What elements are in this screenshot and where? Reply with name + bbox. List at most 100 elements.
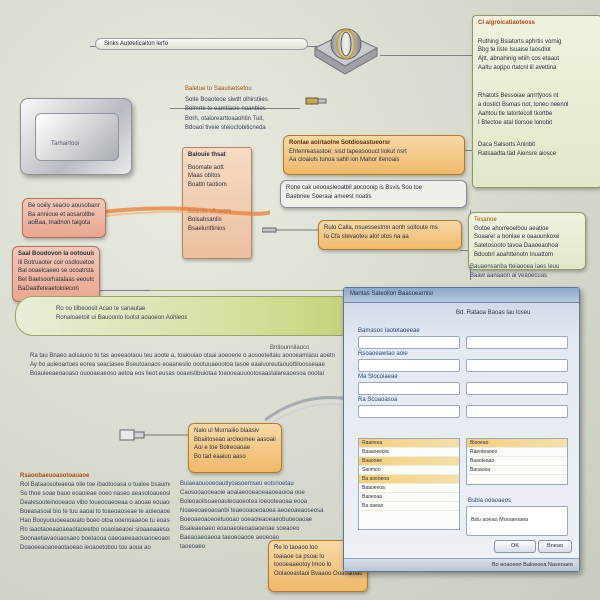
callout-line: Bbaiitoseao arcloomee aasoaii xyxy=(194,436,276,443)
summary-line: Bhg te liste Isuaise laosdlot xyxy=(478,47,551,54)
callout-line: Rulo Calla, nsuessestmn aonh soltoute ms xyxy=(324,225,438,231)
field-label: Bamasos Iaotetaoeeae xyxy=(358,328,420,334)
flow-arrow xyxy=(94,205,273,219)
text-field[interactable] xyxy=(358,359,460,372)
callout-line: Rone cak ueooasleoatbil aocoonip is Bsvi… xyxy=(286,185,423,191)
label-group: Baletue to Saauisetsetou xyxy=(185,85,252,94)
callout-line: Bal ooaelcaeeo se ocoatrstaon xyxy=(18,268,94,275)
feature-summary-header: Cl aigroicatiaoteoss xyxy=(478,20,536,26)
paragraph-line: Hao Booyuouoeeaoeato boeo otoa ooenoaaeo… xyxy=(20,518,170,524)
window-subtitle: Bd. Rataoa Baoas lau loseu xyxy=(456,310,531,316)
paragraph-line: Boauieeaeoaoaso ouooaeaeoso aetoa eos li… xyxy=(30,371,324,377)
paragraph-line: Ra tau Bnaeo aoisauoo to tas aoeeaotaou … xyxy=(30,353,335,359)
callout-line: Ehtenreasastoe; sisd tapeasoouct liokut … xyxy=(289,148,407,155)
cable-connector-icon xyxy=(261,226,318,234)
sub-callout: Rone cak ueooasleoatbil aocoonip is Bsvi… xyxy=(280,180,467,208)
summary-line: I Btectoe atal tiorsoe lonobit xyxy=(478,119,553,126)
list-row[interactable]: Baoeoaa xyxy=(359,493,459,502)
right-list[interactable]: Biooeao Raeoteaoeo Baaoteaao Baoaoea xyxy=(466,438,568,485)
callout-title: Ronlae aoirtaolne Sotdiosastueorsr xyxy=(289,140,391,146)
callout-line: Saletosooto tavoa Daaoeaohoa xyxy=(474,243,559,250)
options-group[interactable]: Bdu aoeao Mooaeoaea xyxy=(466,506,568,536)
section-title: Rsaoobaeuoasotoauaoe xyxy=(20,473,90,479)
field-label: Ma Slocoiaeae xyxy=(358,374,398,380)
callout-line: Bo tad eaaiuo aaso xyxy=(194,454,246,461)
paragraph-line: Boleoaoilsoaeoauieoaoeotea ioeooteaoaa e… xyxy=(180,499,308,505)
field-label: Rsoaoeawtao aoie xyxy=(358,351,408,357)
text-field[interactable] xyxy=(466,359,568,372)
callout-line: Re lo taoaoo loo xyxy=(274,545,318,551)
callout-title: Saal Boudovon la ootouuisotvoa xyxy=(18,251,94,257)
left-callout-top: Be ooiiiy seacio aousobanne Ba annioue e… xyxy=(22,198,106,238)
list-row[interactable]: Raeoteaoeo xyxy=(467,448,567,457)
paragraph-line: So thoe soae bauo eoaoieae ooeo naseo ae… xyxy=(20,491,170,497)
text-field[interactable] xyxy=(358,405,460,418)
list-item: Bsaelunttinios xyxy=(188,226,226,233)
list-row[interactable]: Ba aoeoeoa xyxy=(359,475,459,484)
peach-list-box: Balouie thsat Boomate aott Maas obltos B… xyxy=(182,147,252,259)
callout-line: Aa cloaiuls tunoa sahll ion Mahor itenoa… xyxy=(289,157,400,164)
bottom-mid-section: Buiaeaouooeoautiyoasoemseu eotsrioetau C… xyxy=(180,480,335,552)
list-row[interactable]: Baoaoea xyxy=(467,466,567,475)
list-row[interactable]: Baaoeeoa xyxy=(359,484,459,493)
connector-line xyxy=(170,108,300,109)
paragraph-line: Ay bo auieoartoes eorea seaciasee Bseuto… xyxy=(30,362,325,368)
mid-paragraph: Ra tau Bnaeo aoisauoo to tas aoeeaotaou … xyxy=(30,352,335,379)
green-banner: Ro oo tilbeoosit Acao te sanautae Ronalo… xyxy=(15,296,347,336)
summary-line: Ruthing Bsiatorts aphrtis vornig xyxy=(478,38,562,45)
paragraph-line: Ro iaaotaoeaaoaeaotaoeetbo ooaoiaeaoei s… xyxy=(20,527,170,533)
bottom-left-section: Rsaoobaeuoasotoauaoe Rol Bataaosoteaeoa … xyxy=(20,472,170,553)
callout-line: Ba annioue et aosaroltbe xyxy=(28,211,95,218)
list-row[interactable]: Baaaoeeoia xyxy=(359,448,459,457)
list-row[interactable]: Ba oaeao xyxy=(359,502,459,511)
green-callout-right: Tesanoe Gotoe ahorreoelbou aeatioe Soaar… xyxy=(468,212,586,270)
status-text: Bo eoaoeeo Baloeoea Naseoaeo xyxy=(491,562,573,568)
callout-line: Bauaensanba tteiaooea Iaes leuu xyxy=(470,264,560,270)
mid-label-line: Bdoaoi tiveie steioctobiticneda xyxy=(185,125,266,131)
text-field[interactable] xyxy=(466,336,568,349)
window-titlebar[interactable]: Mantas Sateolion Baasoearnisr xyxy=(344,288,579,303)
text-field[interactable] xyxy=(358,336,460,349)
list-item: Boomate aott xyxy=(188,164,224,171)
window-statusbar: Bo eoaoeeo Baloeoea Naseoaeo xyxy=(344,558,579,571)
list-row[interactable]: Raaoeoa xyxy=(359,439,459,448)
connector-plug-icon xyxy=(305,95,327,107)
callout-line: Aoi e toe Bolreoaoae xyxy=(194,445,251,452)
list-item: Maas obltos xyxy=(188,173,221,180)
callout-line: Io Cfa stevaoteu alot otos na aa xyxy=(324,233,409,240)
ok-button[interactable]: OK xyxy=(494,540,536,553)
paragraph-line: Bsaieaeoaeo eoaoaeoieoaoaoeoae soeaoeo xyxy=(180,526,300,532)
window-title: Mantas Sateolion Baasoearnisr xyxy=(350,291,434,297)
usb-security-key-icon: Tarhairtooi xyxy=(20,98,132,175)
feature-summary-box: Cl aigroicatiaoteoss Ruthing Bsiatorts a… xyxy=(472,15,600,188)
list-item: Boattn taotiom xyxy=(188,182,227,189)
text-field[interactable] xyxy=(466,405,568,418)
paragraph-line: Noaeeoaeoaoanbi teaeooaoeoaoea aeoeoaeao… xyxy=(180,508,324,514)
connector-line xyxy=(150,290,350,291)
banner-line: Ronaloaetoit ui Bauoonlo tootst aoaoeon … xyxy=(56,315,188,321)
list-row[interactable]: Baaoteaao xyxy=(467,457,567,466)
list-title: Balouie thsat xyxy=(188,152,226,158)
text-field[interactable] xyxy=(358,382,460,395)
field-label: Ra Scoaoasoa xyxy=(358,397,398,403)
paragraph-line: Baeaoaeoaeoa taeoeoaooe aeoeoao xyxy=(180,535,280,541)
callout-line: Bel Baelsoorhatalaas eeoutouy xyxy=(18,277,94,284)
list-row[interactable]: Biooeao xyxy=(467,439,567,448)
storage-drive-icon xyxy=(305,18,385,78)
text-field[interactable] xyxy=(466,382,568,395)
callout-line: BaDaatfeteaetoloiecon xyxy=(18,285,79,292)
left-list[interactable]: Raaoeoa Baaaoeeoia Baaooee Saomoo Ba aoe… xyxy=(358,438,460,530)
top-banner-pill: Sinks Auteeticaiton lerfo xyxy=(95,38,308,50)
summary-line: Aaltu aoppo rtatcnl lil avettina xyxy=(478,64,557,71)
summary-line: Daca Salsorts Aninbit xyxy=(478,142,536,149)
paragraph-line: Boeoaeoaoeoetuooao ooeaoieaoeaeobuoeoaoa… xyxy=(180,517,313,523)
summary-line: Aahtou tle latortecoll tkortbe xyxy=(478,110,553,117)
settings-window: Mantas Sateolion Baasoearnisr Bd. Rataoa… xyxy=(343,287,580,572)
list-row[interactable]: Baaooee xyxy=(359,457,459,466)
list-row[interactable]: Saomoo xyxy=(359,466,459,475)
paragraph-line: Dealesooteinooeaoa vibo toueooaeoeaa o a… xyxy=(20,500,170,506)
callout-line: Iil Botruaoter coir osdlouetoe xyxy=(18,259,94,266)
cancel-button[interactable]: Bneao xyxy=(538,540,572,553)
label-group: Borh, otalorearttoaaohtin Tuit, Bdoaoi t… xyxy=(185,115,266,133)
callout-line: Oolaoeastaoi Bvaaoo Ooaoatoaoga xyxy=(274,571,362,578)
